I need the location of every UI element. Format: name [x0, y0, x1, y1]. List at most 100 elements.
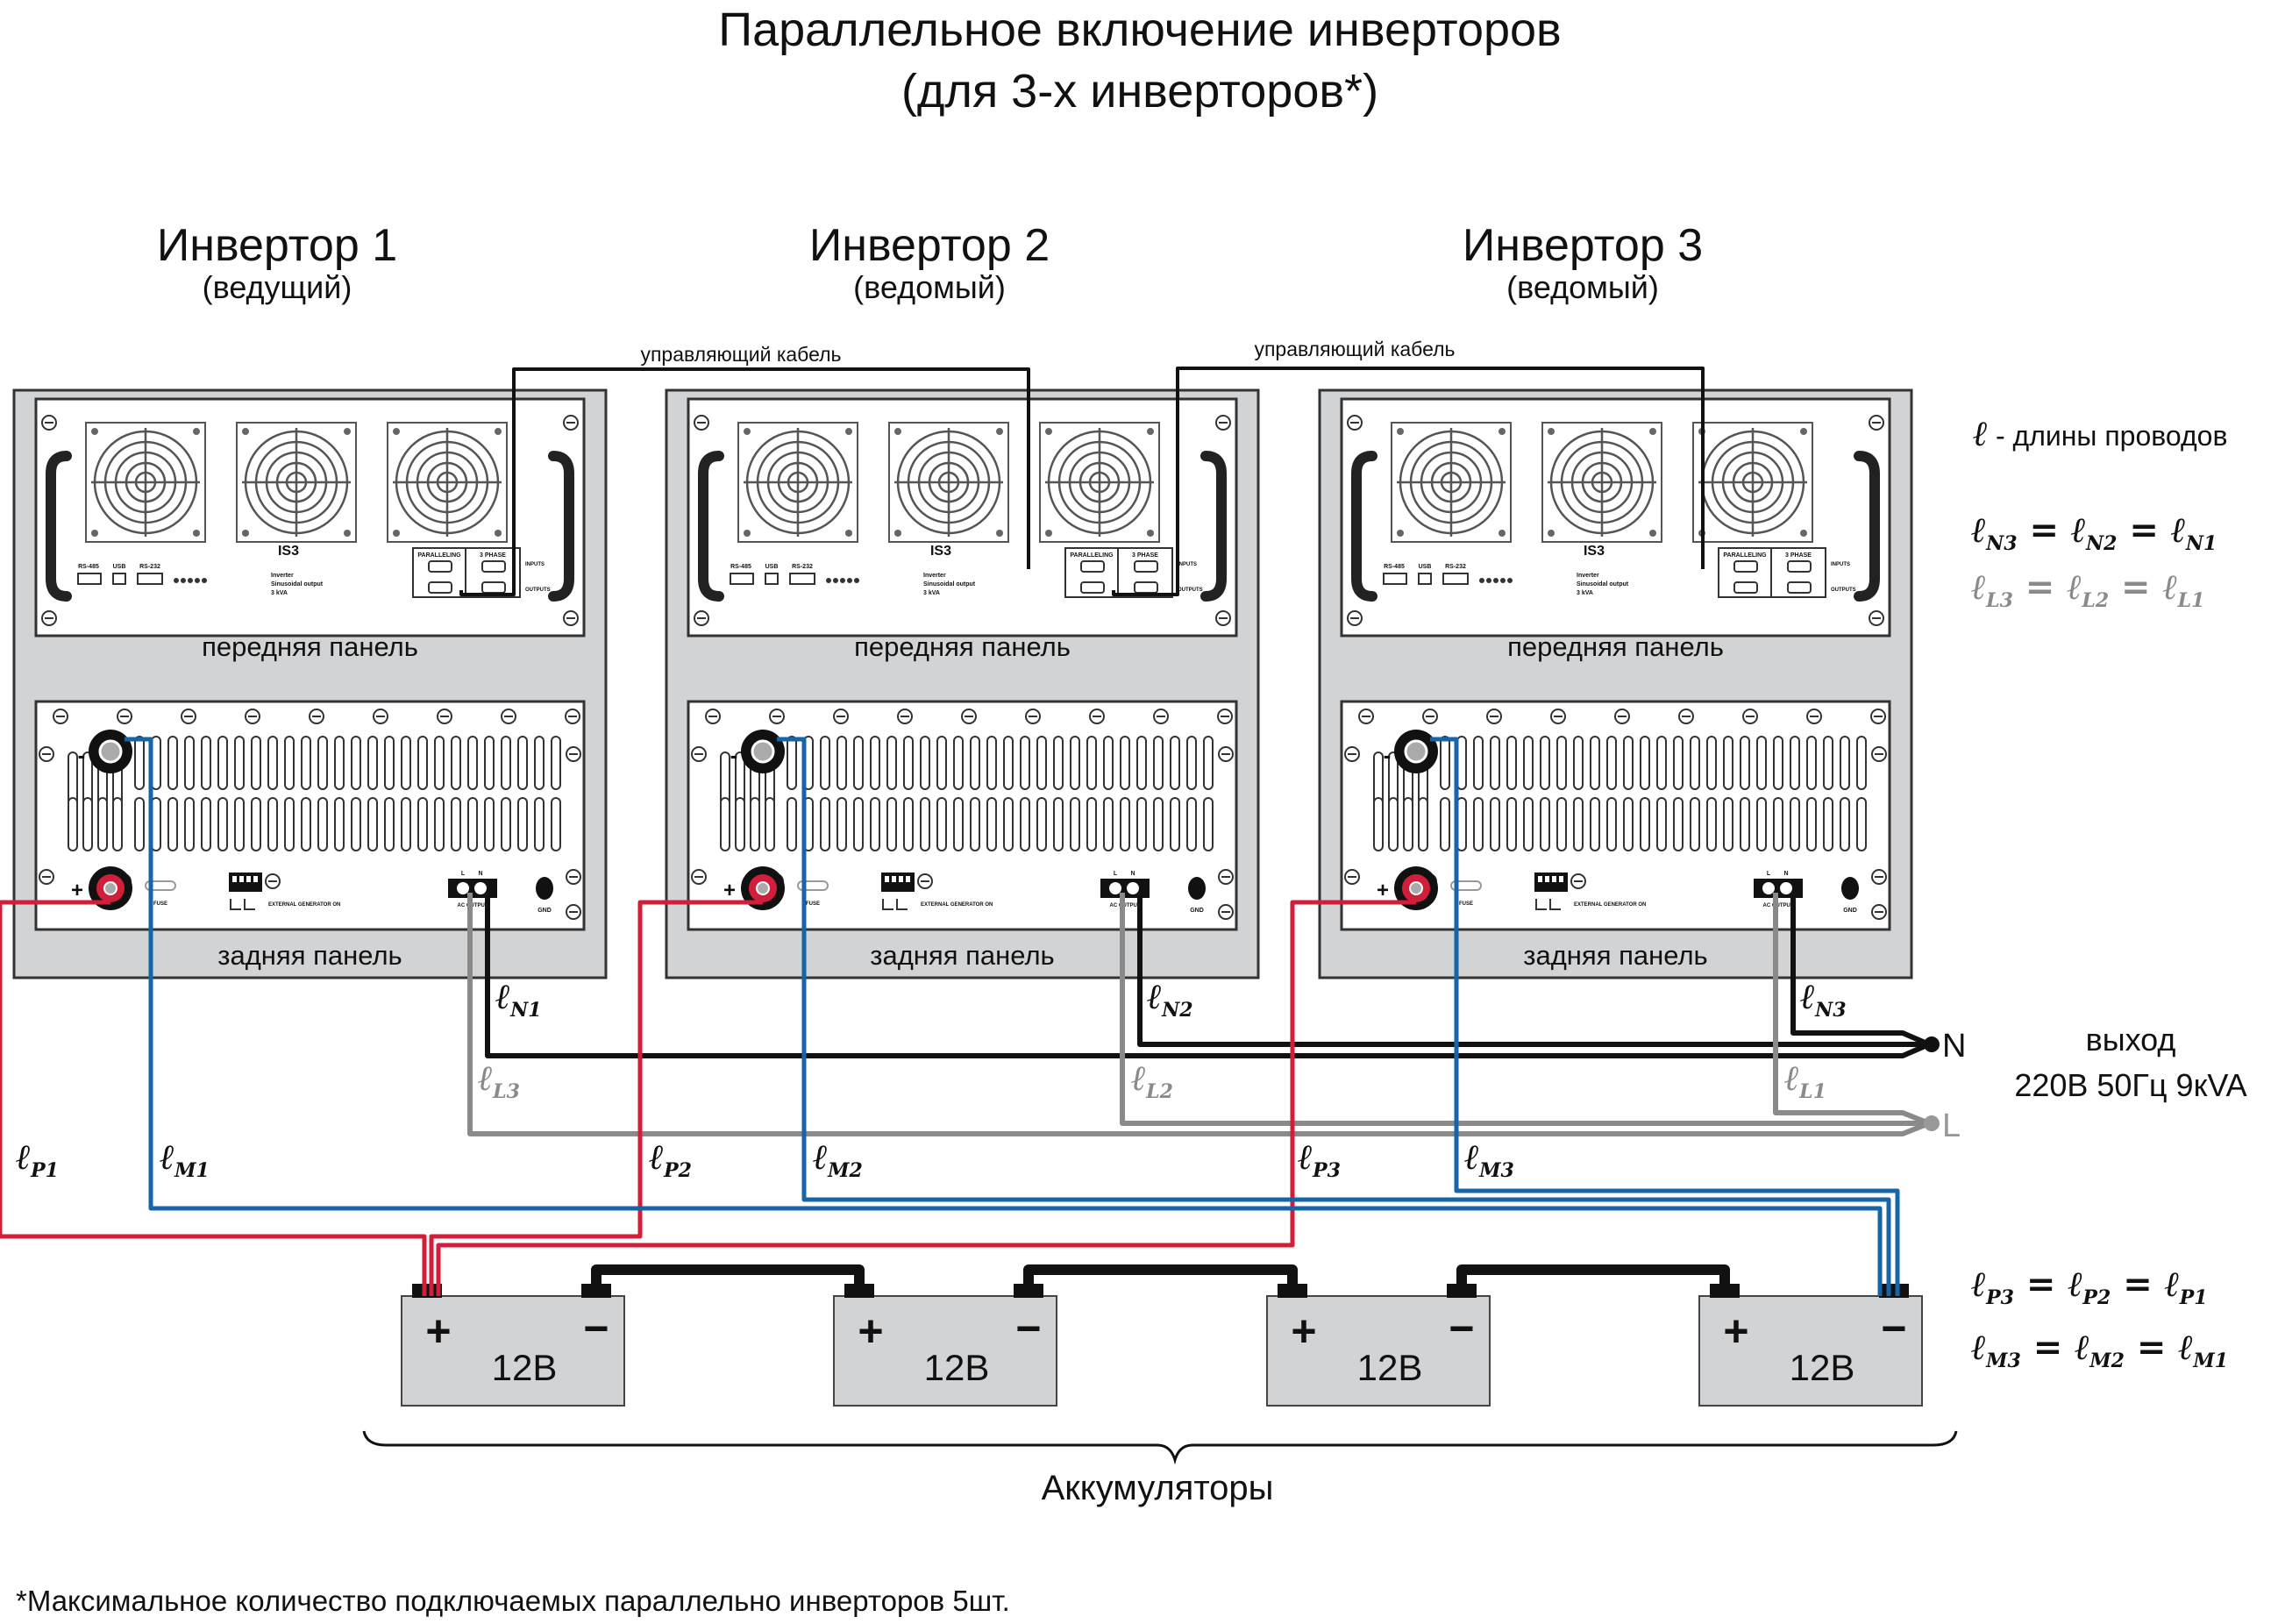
vent-slot-icon	[1540, 797, 1550, 851]
vent-slot-icon	[451, 736, 461, 790]
indicator-led-icon	[1500, 578, 1506, 583]
screw-icon	[41, 610, 57, 626]
vent-slot-icon	[1506, 736, 1517, 790]
vent-slot-icon	[1856, 736, 1867, 790]
diagram-subtitle: (для 3-х инверторов*)	[901, 65, 1378, 118]
screw-icon	[39, 869, 54, 885]
switch-pin	[1538, 876, 1542, 882]
vent-slot-icon	[351, 736, 361, 790]
vent-slot-icon	[853, 736, 864, 790]
dc-wires	[0, 737, 1900, 1296]
vent-slot-icon	[1706, 736, 1717, 790]
rs232-port-icon	[789, 573, 815, 585]
screw-icon	[694, 415, 709, 431]
vent-slot-icon	[936, 797, 947, 851]
vent-slot-icon	[836, 797, 847, 851]
port-label: 3 PHASE	[1132, 552, 1158, 559]
indicator-led-icon	[181, 578, 186, 583]
battery-minus-sign: −	[1449, 1304, 1474, 1353]
db9-port-icon	[481, 560, 506, 573]
switch-pin	[1545, 876, 1549, 882]
vent-slot-icon	[201, 736, 211, 790]
positive-wire	[436, 900, 1416, 1296]
battery-body	[1698, 1295, 1923, 1407]
wire-length-l1: ℓL1	[1784, 1058, 1826, 1103]
vent-slot-icon	[765, 797, 775, 851]
screw-icon	[265, 873, 281, 889]
screw-icon	[1218, 746, 1234, 762]
l-output-label: L	[1942, 1108, 1961, 1144]
control-cable-label: управляющий кабель	[640, 343, 841, 366]
battery-plus-post-icon	[1710, 1284, 1740, 1298]
terminal-label: N	[1783, 871, 1788, 877]
screw-icon	[917, 873, 933, 889]
vent-slot-icon	[1773, 736, 1783, 790]
vent-slot-icon	[1418, 797, 1428, 851]
screw-icon	[1215, 415, 1231, 431]
vent-slot-icon	[1756, 797, 1767, 851]
port-label: RS-232	[1445, 564, 1466, 570]
fuse-label: FUSE	[153, 901, 167, 907]
port-label: USB	[765, 564, 779, 570]
legend-equation: ℓP3 = ℓP2 = ℓP1	[1971, 1264, 2208, 1309]
vent-slot-icon	[367, 736, 378, 790]
battery-group-label: Аккумуляторы	[1042, 1469, 1274, 1507]
terminal-screw-icon	[474, 882, 487, 894]
vent-slot-icon	[68, 797, 78, 851]
vent-slot-icon	[401, 797, 411, 851]
screw-icon	[769, 709, 785, 724]
positive-wire	[0, 900, 427, 1296]
legend-equation: ℓN3 = ℓN2 = ℓN1	[1971, 509, 2217, 555]
terminal-label: N	[478, 871, 482, 877]
screw-icon	[1869, 610, 1884, 626]
vent-slot-icon	[1053, 797, 1064, 851]
vent-slot-icon	[1440, 736, 1450, 790]
vent-slot-icon	[787, 797, 797, 851]
vent-slot-icon	[517, 736, 528, 790]
vent-slot-icon	[1556, 736, 1567, 790]
fan-icon	[1038, 421, 1161, 544]
screw-icon	[1215, 610, 1231, 626]
db9-port-icon	[428, 581, 452, 594]
vent-slot-icon	[484, 736, 495, 790]
vent-slot-icon	[1656, 736, 1667, 790]
db9-port-icon	[1733, 560, 1758, 573]
vent-slot-icon	[434, 736, 445, 790]
vent-slot-icon	[750, 797, 760, 851]
vent-slot-icon	[1120, 736, 1130, 790]
screw-icon	[1871, 869, 1887, 885]
vent-slot-icon	[870, 736, 880, 790]
port-label: USB	[113, 564, 126, 570]
screw-icon	[691, 869, 707, 885]
screw-icon	[373, 709, 388, 724]
db9-port-icon	[428, 560, 452, 573]
screw-icon	[1153, 709, 1169, 724]
screw-icon	[566, 746, 581, 762]
legend-equation: ℓL3 = ℓL2 = ℓL1	[1971, 566, 2204, 612]
indicator-led-icon	[202, 578, 207, 583]
battery-3: +−12В	[1266, 1284, 1491, 1407]
screw-icon	[691, 746, 707, 762]
model-name: IS3	[1584, 544, 1605, 559]
battery-1: +−12В	[401, 1284, 625, 1407]
db9-port-icon	[1134, 581, 1158, 594]
vent-slot-icon	[417, 736, 428, 790]
wire-length-p2: ℓP2	[649, 1136, 692, 1182]
vent-slot-icon	[986, 736, 997, 790]
usb-port-icon	[112, 573, 126, 585]
vent-slot-icon	[451, 797, 461, 851]
fan-icon	[84, 421, 207, 544]
vent-slot-icon	[1673, 797, 1684, 851]
screw-icon	[961, 709, 977, 724]
db9-port-icon	[1080, 560, 1105, 573]
battery-voltage-label: 12В	[1790, 1347, 1855, 1388]
vent-slot-icon	[1086, 797, 1097, 851]
port-label: RS-232	[792, 564, 813, 570]
vent-slot-icon	[551, 797, 561, 851]
vent-slot-icon	[1723, 797, 1733, 851]
switch-bracket	[882, 899, 908, 910]
vent-slot-icon	[317, 797, 328, 851]
terminal-bolt-icon	[103, 881, 117, 895]
vent-slot-icon	[1523, 797, 1534, 851]
vent-slot-icon	[1756, 736, 1767, 790]
